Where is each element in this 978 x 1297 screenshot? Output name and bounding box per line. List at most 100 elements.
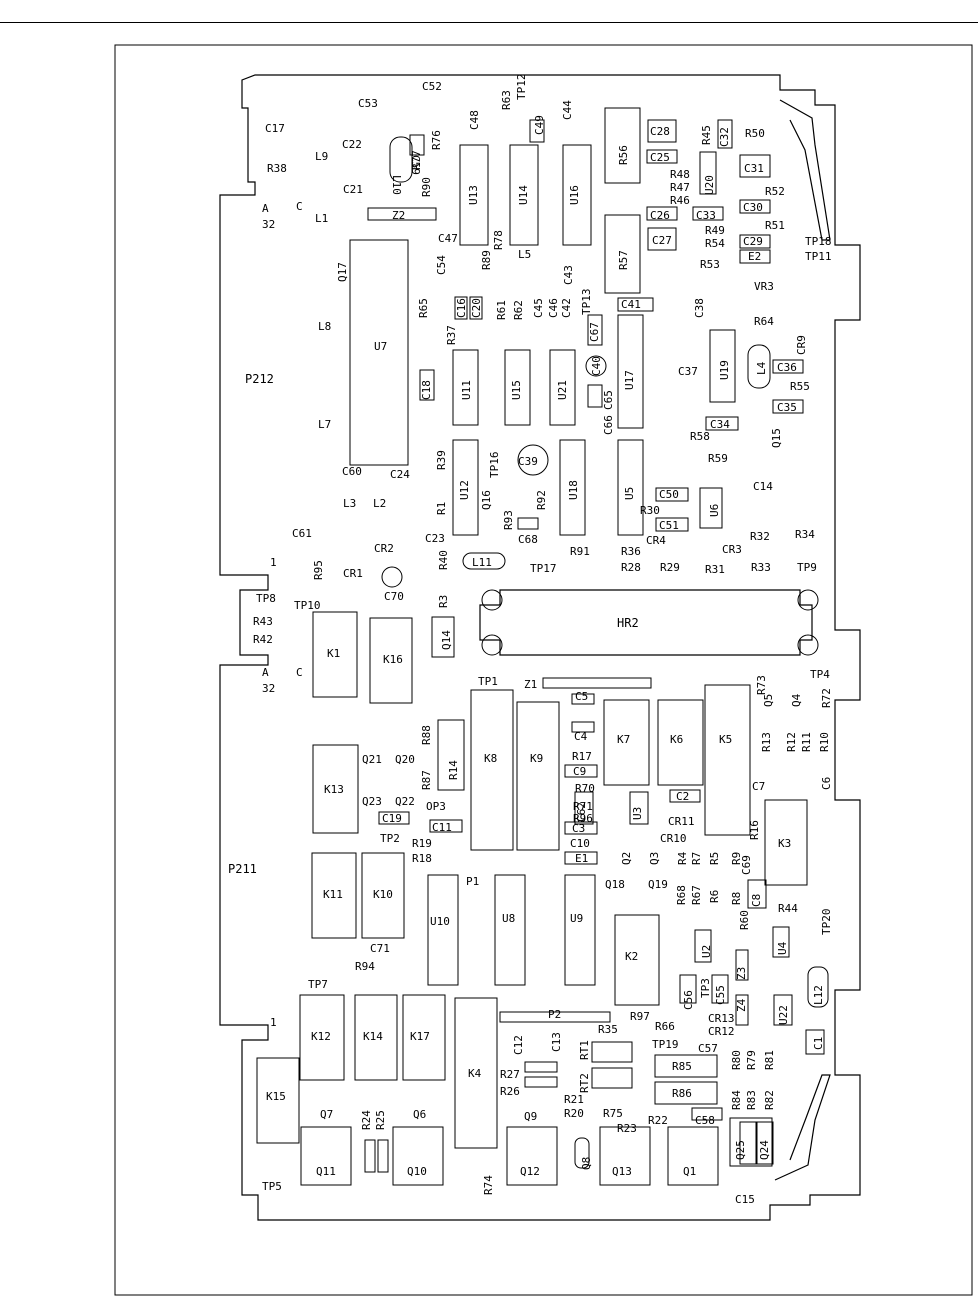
label-l9: L9 xyxy=(315,150,328,163)
label-r96: R96 xyxy=(573,812,593,825)
label-c52: C52 xyxy=(422,80,442,93)
label-l7: L7 xyxy=(318,418,331,431)
label-r56: R56 xyxy=(617,145,630,165)
label-u7: U7 xyxy=(374,340,387,353)
label-r49: R49 xyxy=(705,224,725,237)
label-q10: Q10 xyxy=(407,1165,427,1178)
pin-a-bot: A xyxy=(262,666,269,679)
label-tp17: TP17 xyxy=(530,562,557,575)
label-c12: C12 xyxy=(512,1035,525,1055)
label-u21: U21 xyxy=(556,380,569,400)
label-c40: C40 xyxy=(590,356,603,376)
label-r17: R17 xyxy=(572,750,592,763)
label-r8: R8 xyxy=(730,892,743,905)
label-u2: U2 xyxy=(700,945,713,958)
label-q5: Q5 xyxy=(762,694,775,707)
label-l2: L2 xyxy=(373,497,386,510)
label-z1: Z1 xyxy=(524,678,537,691)
label-rt2: RT2 xyxy=(578,1073,591,1093)
label-u3: U3 xyxy=(631,807,644,820)
label-r82: R82 xyxy=(763,1090,776,1110)
label-c35: C35 xyxy=(777,401,797,414)
label-l11: L11 xyxy=(472,556,492,569)
label-cr2: CR2 xyxy=(374,542,394,555)
label-r70: R70 xyxy=(575,782,595,795)
label-tp5: TP5 xyxy=(262,1180,282,1193)
pin-32-bot: 32 xyxy=(262,682,275,695)
label-tp10: TP10 xyxy=(294,599,321,612)
label-q7: Q7 xyxy=(320,1108,333,1121)
label-hr2: HR2 xyxy=(617,616,639,630)
label-r51: R51 xyxy=(765,219,785,232)
pin-32-top: 32 xyxy=(262,218,275,231)
pin-1-bot: 1 xyxy=(270,1016,277,1029)
label-r68: R68 xyxy=(675,885,688,905)
label-u16: U16 xyxy=(568,185,581,205)
label-c30: C30 xyxy=(743,201,763,214)
label-c26: C26 xyxy=(650,209,670,222)
label-r29: R29 xyxy=(660,561,680,574)
pin-c-top: C xyxy=(296,200,303,213)
label-r47: R47 xyxy=(670,181,690,194)
label-c17: C17 xyxy=(265,122,285,135)
label-q11: Q11 xyxy=(316,1165,336,1178)
label-l1: L1 xyxy=(315,212,328,225)
label-c41: C41 xyxy=(621,298,641,311)
label-r83: R83 xyxy=(745,1090,758,1110)
label-r75: R75 xyxy=(603,1107,623,1120)
label-u9: U9 xyxy=(570,912,583,925)
label-r9: R9 xyxy=(730,852,743,865)
label-k11: K11 xyxy=(323,888,343,901)
label-r22: R22 xyxy=(648,1114,668,1127)
label-k17: K17 xyxy=(410,1030,430,1043)
label-r62: R62 xyxy=(512,300,525,320)
label-r61: R61 xyxy=(495,300,508,320)
label-r74: R74 xyxy=(482,1175,495,1195)
label-r60: R60 xyxy=(738,910,751,930)
label-q20: Q20 xyxy=(395,753,415,766)
label-k5: K5 xyxy=(719,733,732,746)
hr2-outline xyxy=(479,589,813,656)
label-c21: C21 xyxy=(343,183,363,196)
label-c5: C5 xyxy=(575,690,588,703)
label-c27: C27 xyxy=(652,234,672,247)
label-c49: C49 xyxy=(533,115,546,135)
label-c65: C65 xyxy=(602,390,615,410)
label-q6: Q6 xyxy=(413,1108,426,1121)
label-r30: R30 xyxy=(640,504,660,517)
label-q2: Q2 xyxy=(620,852,633,865)
label-r86: R86 xyxy=(672,1087,692,1100)
label-r73: R73 xyxy=(755,675,768,695)
label-r19: R19 xyxy=(412,837,432,850)
label-r63: R63 xyxy=(500,90,513,110)
label-r42: R42 xyxy=(253,633,273,646)
label-c19: C19 xyxy=(382,812,402,825)
pin-a-top: A xyxy=(262,202,269,215)
label-tp18: TP18 xyxy=(805,235,832,248)
label-tp3: TP3 xyxy=(699,978,712,998)
label-r50: R50 xyxy=(745,127,765,140)
label-cr1: CR1 xyxy=(343,567,363,580)
label-tp7: TP7 xyxy=(308,978,328,991)
label-c6: C6 xyxy=(820,777,833,790)
label-c37: C37 xyxy=(678,365,698,378)
label-k14: K14 xyxy=(363,1030,383,1043)
label-e2: E2 xyxy=(748,250,761,263)
label-c57: C57 xyxy=(698,1042,718,1055)
label-c1: C1 xyxy=(812,1037,825,1050)
label-q12: Q12 xyxy=(520,1165,540,1178)
label-r27: R27 xyxy=(500,1068,520,1081)
label-c28: C28 xyxy=(650,125,670,138)
label-q18: Q18 xyxy=(605,878,625,891)
label-l8: L8 xyxy=(318,320,331,333)
label-u15: U15 xyxy=(510,380,523,400)
label-c36: C36 xyxy=(777,361,797,374)
label-u17: U17 xyxy=(623,370,636,390)
label-r18: R18 xyxy=(412,852,432,865)
label-u11: U11 xyxy=(460,380,473,400)
label-l4: L4 xyxy=(755,361,768,375)
label-c25: C25 xyxy=(650,151,670,164)
label-c38: C38 xyxy=(693,298,706,318)
label-c39: C39 xyxy=(518,455,538,468)
